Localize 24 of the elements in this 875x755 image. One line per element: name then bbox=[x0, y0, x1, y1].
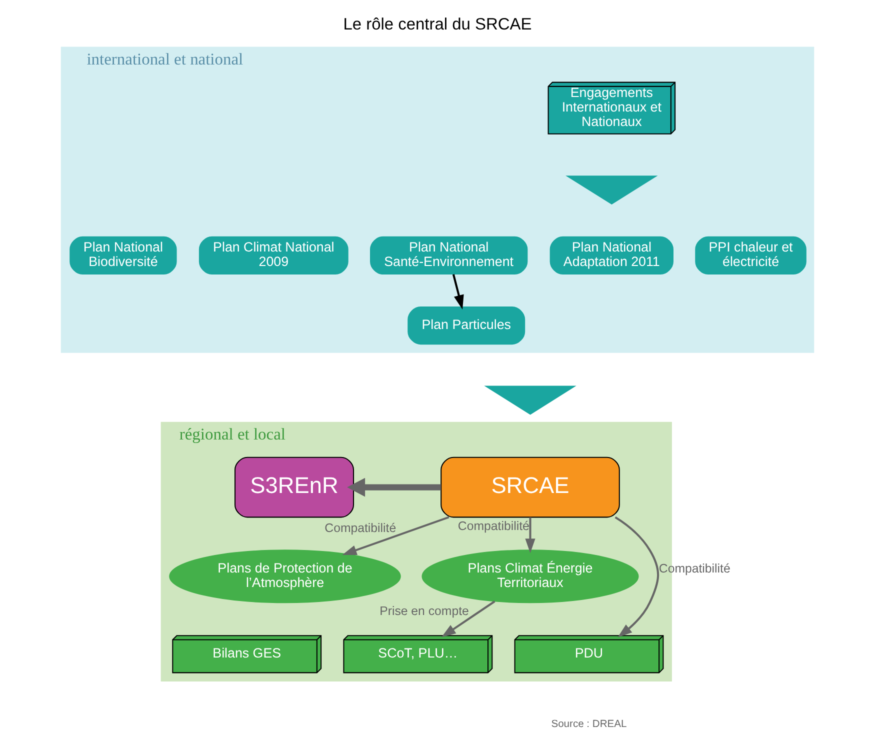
edge-label: Prise en compte bbox=[380, 604, 469, 618]
arrow bbox=[347, 478, 441, 497]
arrow bbox=[614, 516, 660, 638]
node-box: Plan National Adaptation 2011 bbox=[550, 236, 674, 274]
edge-label: Compatibilité bbox=[324, 521, 396, 536]
label: Source : DREAL bbox=[551, 718, 627, 730]
node-triangle bbox=[566, 176, 658, 205]
arrow bbox=[441, 600, 496, 638]
node-box: Plan Particules bbox=[408, 306, 526, 345]
diagram-title: Le rôle central du SRCAE bbox=[343, 16, 532, 34]
arrow bbox=[452, 274, 464, 310]
arrow bbox=[342, 516, 450, 556]
node-triangle bbox=[484, 386, 576, 415]
node-box: PPI chaleur et électricité bbox=[695, 236, 806, 274]
node-box: Plan National Santé-Environnement bbox=[370, 236, 528, 274]
arrow bbox=[525, 517, 536, 554]
edge-label: Compatibilité bbox=[458, 519, 530, 534]
node-box: S3REnR bbox=[234, 456, 354, 518]
node-box: SRCAE bbox=[440, 456, 620, 518]
node-box: Plan National Biodiversité bbox=[70, 236, 177, 274]
node-box: Plan Climat National 2009 bbox=[198, 236, 348, 274]
node-ellipse: Plans de Protection de l’Atmosphère bbox=[169, 550, 401, 604]
node-ellipse: Plans Climat Énergie Territoriaux bbox=[422, 550, 639, 604]
edge-label: Compatibilité bbox=[658, 561, 730, 576]
